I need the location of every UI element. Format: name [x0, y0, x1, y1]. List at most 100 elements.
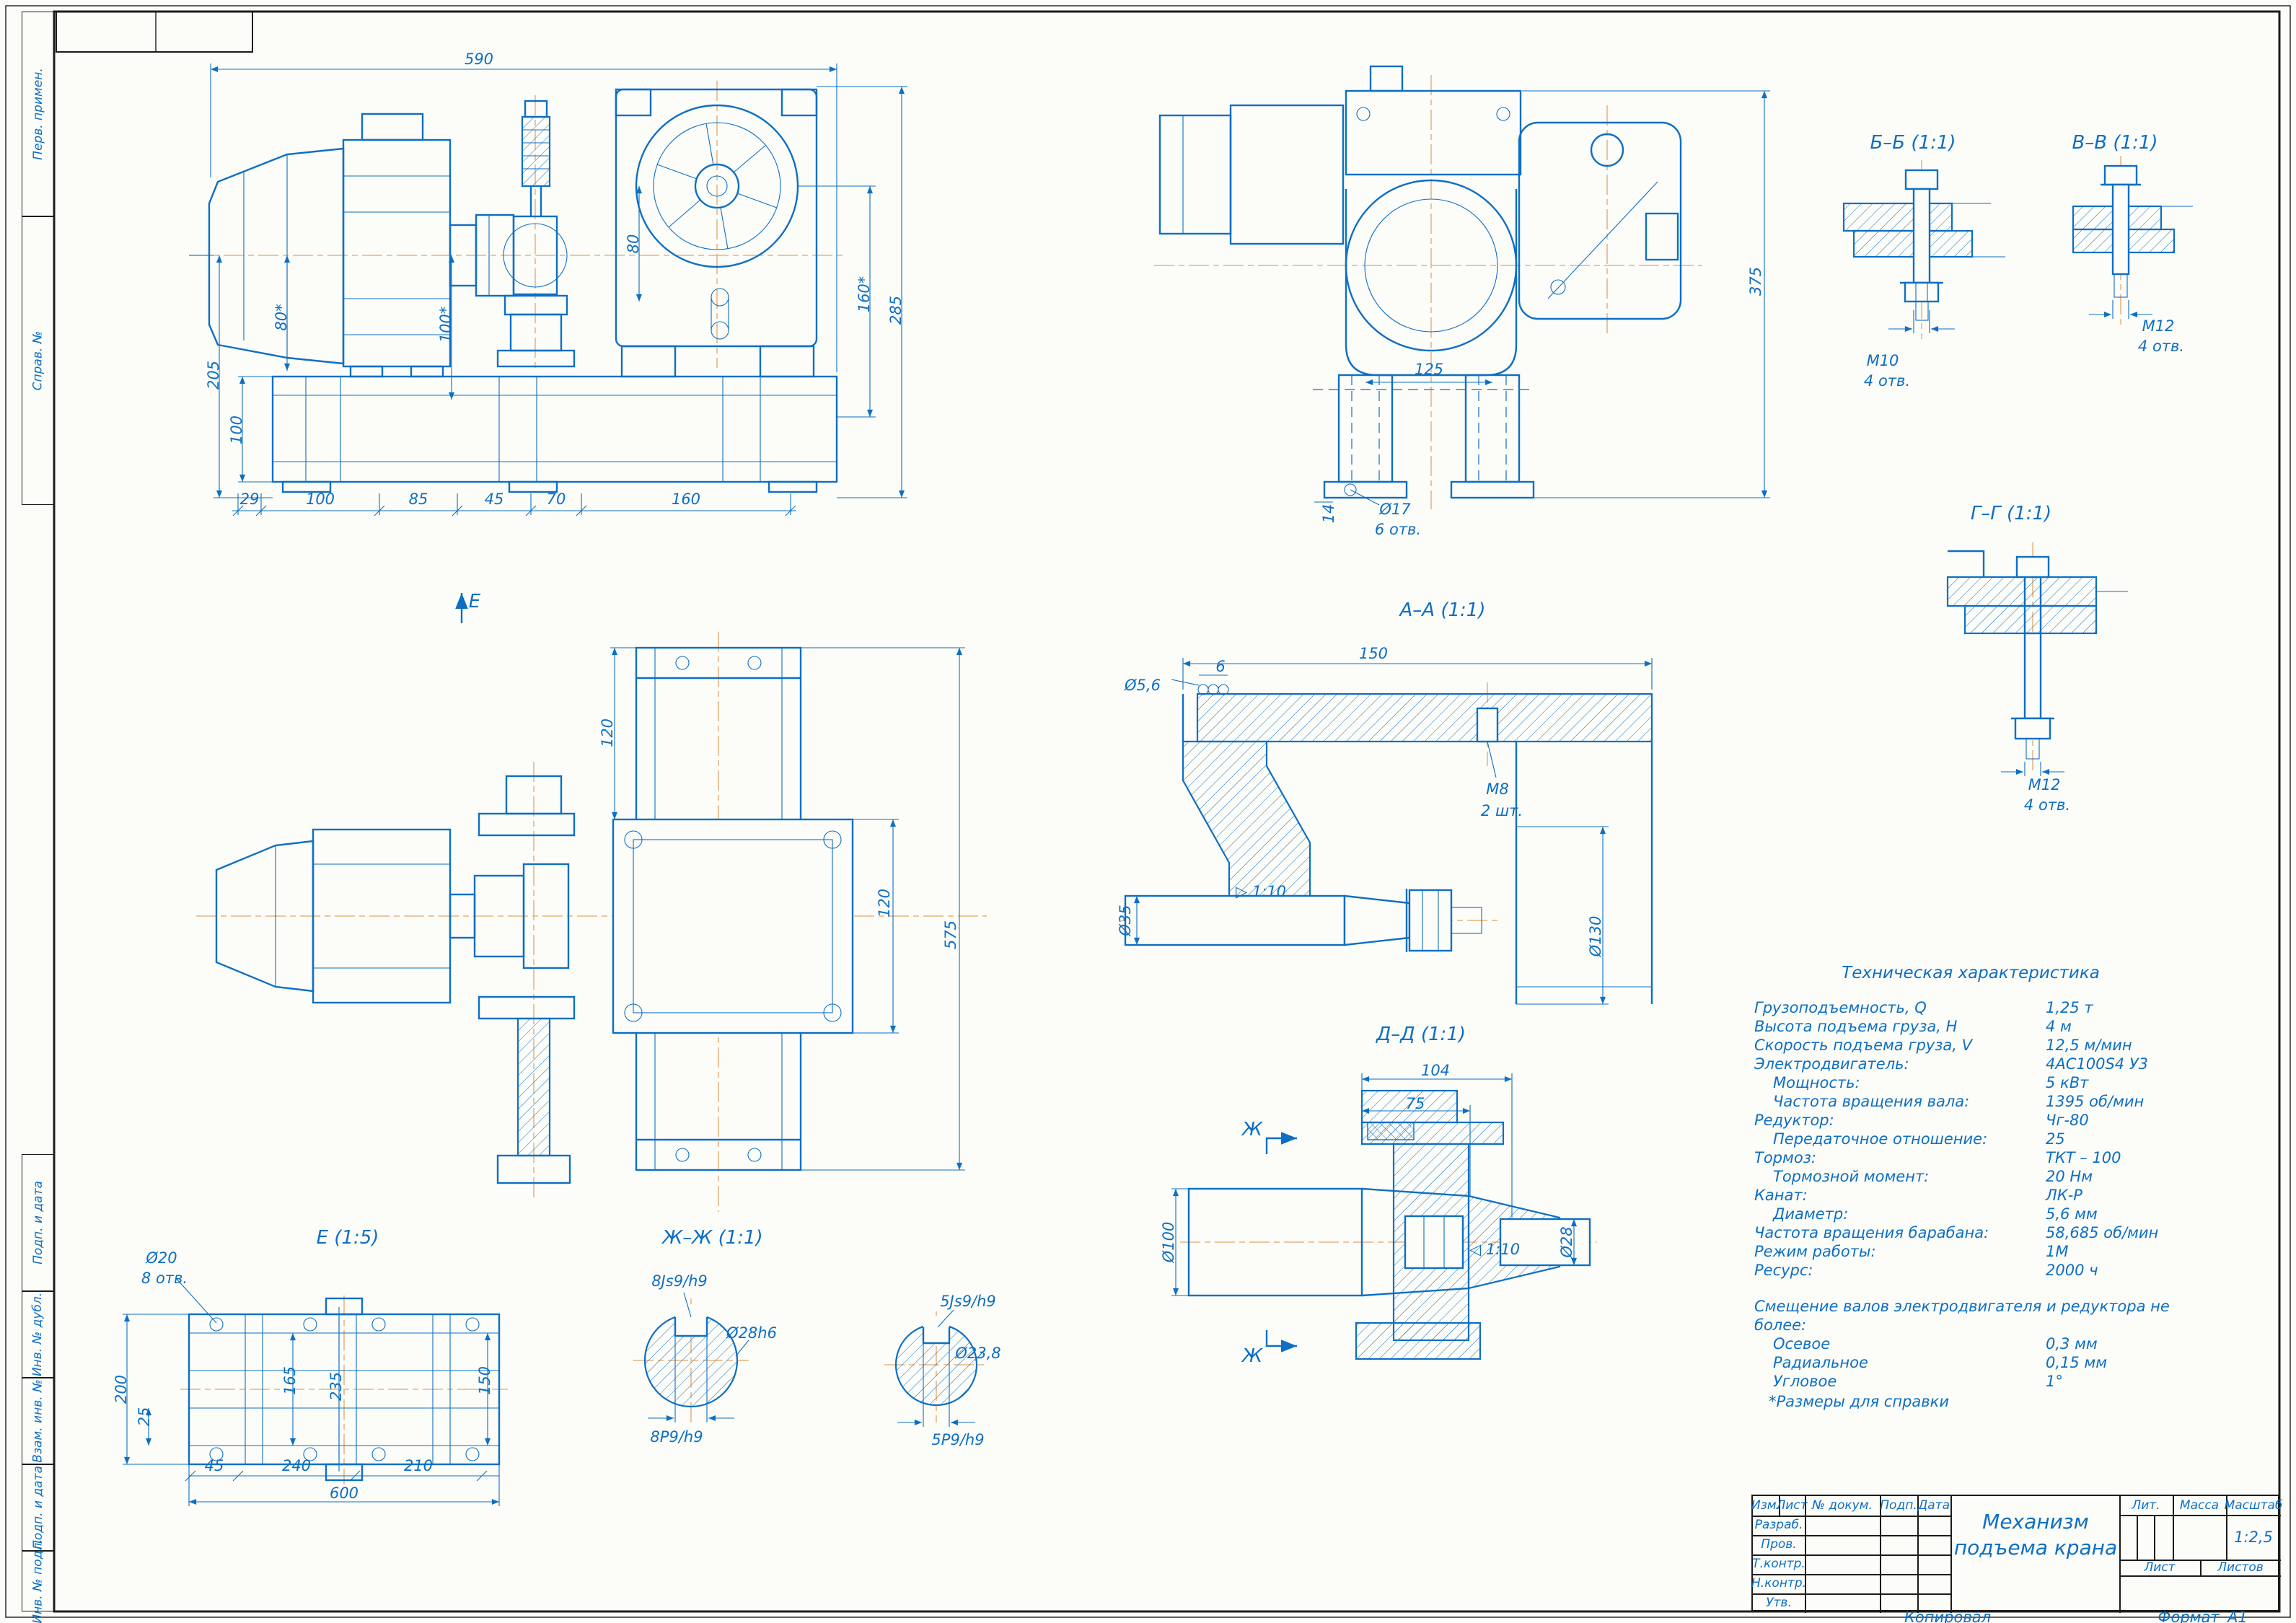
- tech-row-label: Ресурс:: [1754, 1262, 1813, 1279]
- tech-footnote: *Размеры для справки: [1769, 1393, 1949, 1410]
- tech-row: Ресурс: 2000 ч: [1754, 1261, 2187, 1280]
- section-mark-zh-2: Ж: [1241, 1345, 1263, 1367]
- view-title-e: Е (1:5): [316, 1227, 379, 1249]
- dimension-label: 100*: [437, 306, 454, 343]
- dimension-label: 6 отв.: [1374, 521, 1422, 538]
- section-mark-zh-1: Ж: [1241, 1119, 1263, 1140]
- format-label: Формат: [2158, 1609, 2220, 1623]
- section-title-gg: Г–Г (1:1): [1970, 503, 2052, 524]
- view-front-elevation: [189, 63, 907, 516]
- dimension-label: 25: [136, 1407, 153, 1427]
- dimension-label: Ø17: [1379, 501, 1411, 518]
- dimension-label: 5P9/h9: [931, 1431, 985, 1448]
- dimension-label: ◁ 1:10: [1469, 1241, 1520, 1258]
- tech-row-label: Передаточное отношение:: [1773, 1130, 1988, 1148]
- dimension-label: 235: [327, 1371, 345, 1402]
- document-title: Механизм подъема крана: [1953, 1510, 2118, 1560]
- dimension-label: 14: [1320, 503, 1337, 524]
- section-title-zhzh: Ж–Ж (1:1): [662, 1227, 763, 1249]
- dimension-label: 575: [942, 920, 959, 950]
- dimension-label: 70: [546, 491, 566, 508]
- tech-row-value: 0,15 мм: [2046, 1354, 2108, 1371]
- titleblock-line: [2173, 1496, 2174, 1560]
- titleblock-lit-label: Лит.: [2132, 1498, 2160, 1513]
- section-title-bb: Б–Б (1:1): [1870, 132, 1956, 154]
- tech-row-label: Электродвигатель:: [1754, 1055, 1909, 1073]
- titleblock-line: [2226, 1496, 2227, 1560]
- titleblock-line: [1753, 1535, 1950, 1536]
- titleblock-sheet-label: Лист: [2144, 1560, 2176, 1575]
- titleblock-col-docnum: № докум.: [1812, 1498, 1873, 1513]
- tech-row: Тормозной момент:20 Нм: [1754, 1167, 2187, 1186]
- tech-row-value: 4 м: [2046, 1018, 2072, 1035]
- stamp-label: Взам. инв. №: [30, 1379, 45, 1463]
- tech-row-value: 4АС100S4 У3: [2046, 1055, 2148, 1073]
- stamp-inv-podl: Инв. № подл.: [22, 1539, 54, 1623]
- titleblock-role-tkontr: Т.контр.: [1752, 1557, 1805, 1571]
- tech-row-value: 1395 об/мин: [2046, 1093, 2145, 1110]
- dimension-label: Ø20: [146, 1249, 177, 1267]
- dimension-label: 375: [1747, 266, 1764, 296]
- titleblock-line: [2119, 1575, 2281, 1577]
- titleblock-line: [2119, 1515, 2281, 1516]
- stamp-vzam-inv: Взам. инв. №: [22, 1378, 54, 1464]
- dimension-label: М10: [1866, 352, 1899, 369]
- dimension-label: 100: [305, 491, 335, 508]
- tech-row: Тормоз:ТКТ – 100: [1754, 1148, 2187, 1167]
- view-side-elevation: [1154, 65, 1770, 509]
- tech-row: Канат:ЛК-Р: [1754, 1186, 2187, 1205]
- dimension-label: М12: [2142, 317, 2175, 335]
- dimension-label: Ø100: [1160, 1221, 1177, 1263]
- tech-row-value: 20 Нм: [2046, 1168, 2093, 1185]
- tech-row-value: 12,5 м/мин: [2046, 1037, 2132, 1054]
- dimension-label: 240: [281, 1457, 312, 1474]
- technical-characteristics: Техническая характеристика Грузоподъемно…: [1754, 964, 2187, 1411]
- stamp-label: Справ. №: [30, 330, 45, 391]
- view-plan: [196, 593, 987, 1212]
- titleblock-line: [1753, 1554, 1950, 1556]
- tech-row-label: Грузоподъемность, Q: [1754, 999, 1927, 1016]
- dimension-label: Ø130: [1587, 915, 1604, 957]
- stamp-perv-primen: Перв. примен.: [22, 12, 54, 216]
- titleblock-col-list: Лист: [1776, 1498, 1808, 1513]
- dimension-label: 4 отв.: [2023, 796, 2071, 814]
- tech-row-label: Скорость подъема груза, V: [1754, 1037, 1972, 1054]
- dimension-label: 8 отв.: [141, 1270, 188, 1287]
- dimension-label: 104: [1420, 1062, 1451, 1079]
- tech-row-label: Тормоз:: [1754, 1149, 1816, 1166]
- titleblock-mass-label: Масса: [2179, 1498, 2220, 1513]
- titleblock-role-utv: Утв.: [1766, 1596, 1792, 1610]
- dimension-label: 2 шт.: [1480, 802, 1523, 819]
- stamp-label: Инв. № подл.: [30, 1539, 45, 1623]
- titleblock-line: [2154, 1515, 2155, 1560]
- titleblock-col-podp: Подп.: [1880, 1498, 1917, 1513]
- tech-row-value: 2000 ч: [2046, 1262, 2098, 1279]
- tech-row-label: Частота вращения вала:: [1773, 1093, 1970, 1110]
- tech-row-label: Редуктор:: [1754, 1112, 1834, 1129]
- stamp-podp-data-1: Подп. и дата: [22, 1154, 54, 1291]
- dimension-label: 600: [329, 1485, 359, 1502]
- section-aa: [1121, 658, 1653, 1005]
- stamp-label: Перв. примен.: [30, 68, 45, 160]
- stamp-sprav-num: Справ. №: [22, 216, 54, 505]
- tech-row-label: Диаметр:: [1773, 1205, 1849, 1223]
- dimension-label: 80*: [273, 304, 290, 331]
- dimension-label: 125: [1414, 361, 1444, 378]
- view-arrow-e: Е: [468, 591, 481, 612]
- dimension-label: Ø35: [1117, 905, 1134, 936]
- tech-row-value: 0,3 мм: [2046, 1335, 2098, 1352]
- title-block: Изм. Лист № докум. Подп. Дата Разраб. Пр…: [1751, 1495, 2282, 1613]
- dimension-label: 160: [671, 491, 701, 508]
- section-title-dd: Д–Д (1:1): [1376, 1024, 1466, 1045]
- tech-row: Передаточное отношение:25: [1754, 1130, 2187, 1148]
- dimension-label: 285: [887, 295, 905, 325]
- tech-row: Диаметр:5,6 мм: [1754, 1205, 2187, 1223]
- titleblock-line: [2200, 1560, 2202, 1575]
